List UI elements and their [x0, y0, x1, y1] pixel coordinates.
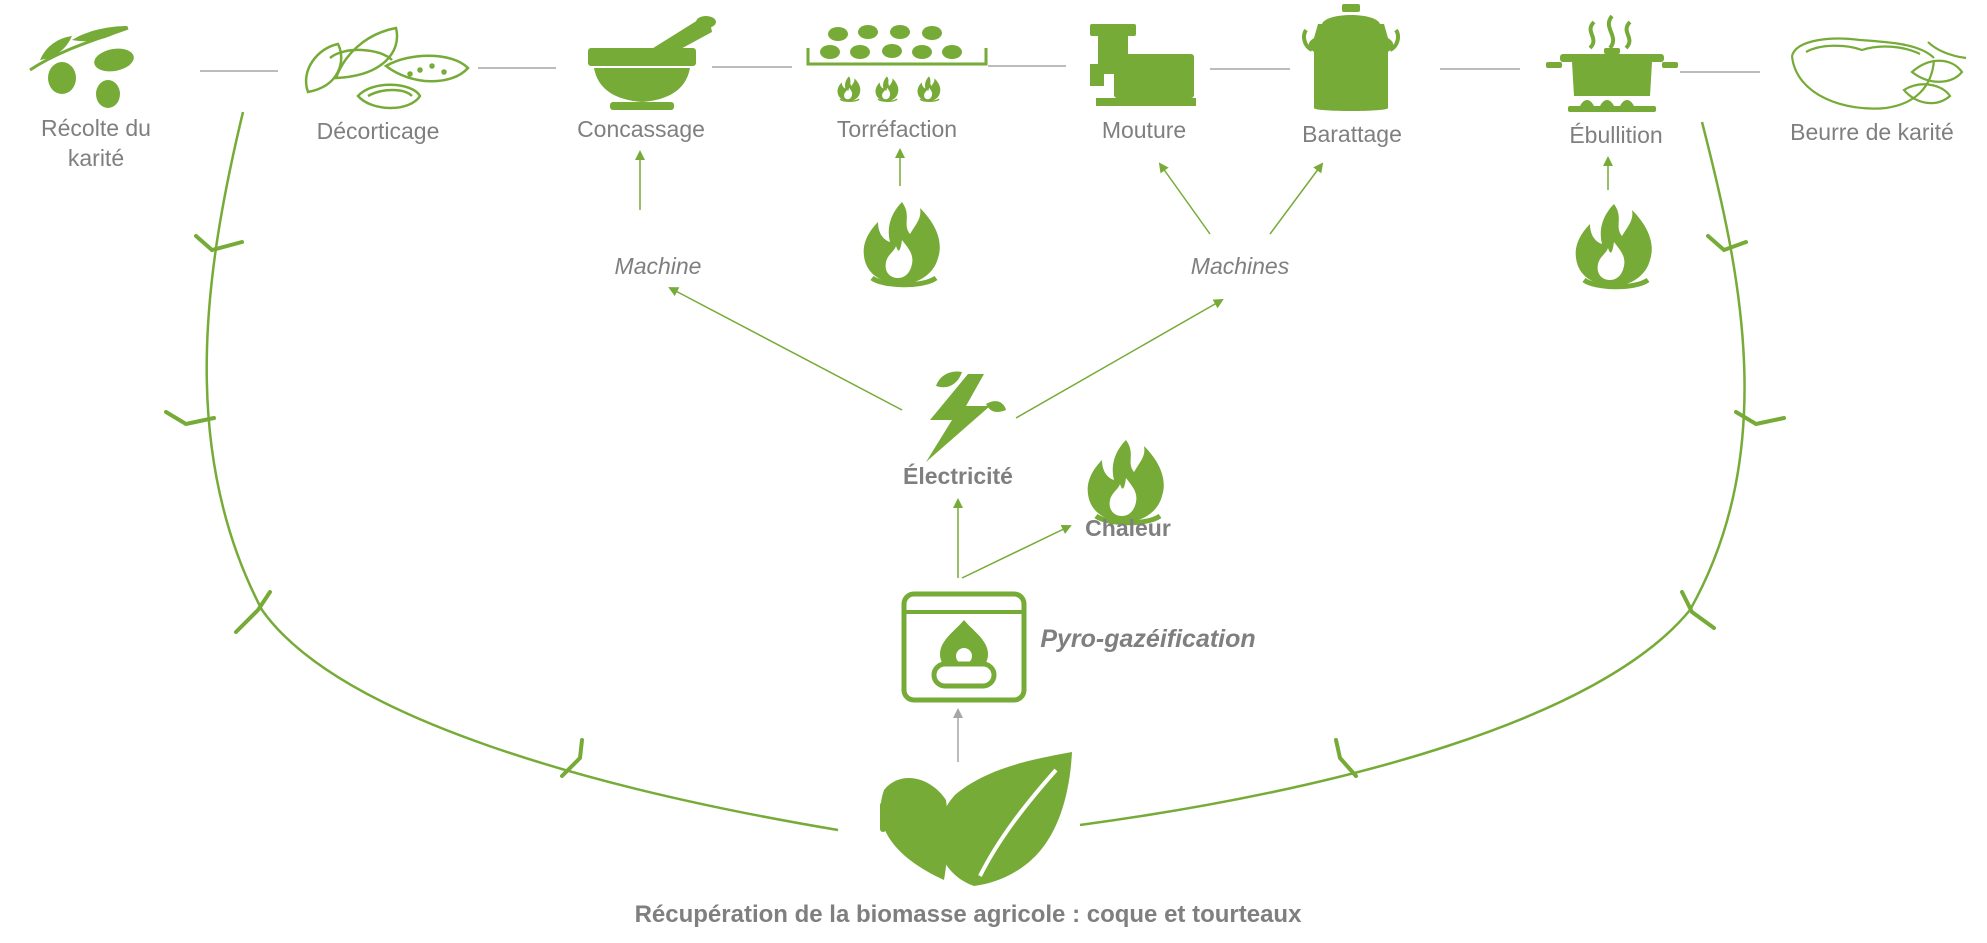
curve-chevrons [164, 234, 1786, 778]
heat-label: Chaleur [1085, 515, 1171, 541]
machine-label: Machine [614, 253, 702, 279]
step-label-shea-butter: Beurre de karité [1790, 119, 1954, 145]
roasting-grill-icon [806, 25, 988, 102]
process-connectors [200, 65, 1760, 73]
grinder-machine-icon [1090, 24, 1196, 106]
shea-butter-bowl-icon [1790, 37, 1967, 110]
flame-icon [1576, 204, 1652, 287]
milk-churn-icon [1302, 4, 1400, 111]
footer-caption: Récupération de la biomasse agricole : c… [634, 901, 1302, 928]
step-label-churning: Barattage [1302, 121, 1402, 147]
leaves-icon [880, 752, 1072, 886]
step-label-milling: Mouture [1101, 117, 1187, 143]
step-label-boiling: Ébullition [1569, 122, 1663, 148]
mortar-pestle-icon [588, 16, 716, 110]
gasifier-icon [901, 591, 1027, 703]
step-label-roasting: Torréfaction [836, 116, 958, 142]
lightning-leaf-icon [926, 371, 1006, 462]
energy-arrows [635, 148, 1613, 579]
pyro-gasification-label: Pyro-gazéification [1040, 625, 1256, 653]
electricity-label: Électricité [903, 463, 1013, 489]
machines-label: Machines [1190, 253, 1290, 279]
shea-fruit-icon [29, 26, 134, 108]
flame-icon [1088, 440, 1164, 523]
boiling-pot-icon [1546, 14, 1678, 112]
step-label-harvest: Récolte du karité [41, 115, 151, 171]
shea-nuts-icon [305, 26, 470, 110]
flame-icon [864, 202, 940, 285]
step-label-crushing: Concassage [577, 116, 705, 142]
biomass-return-curve [205, 111, 1746, 832]
step-label-hulling: Décorticage [316, 118, 440, 144]
